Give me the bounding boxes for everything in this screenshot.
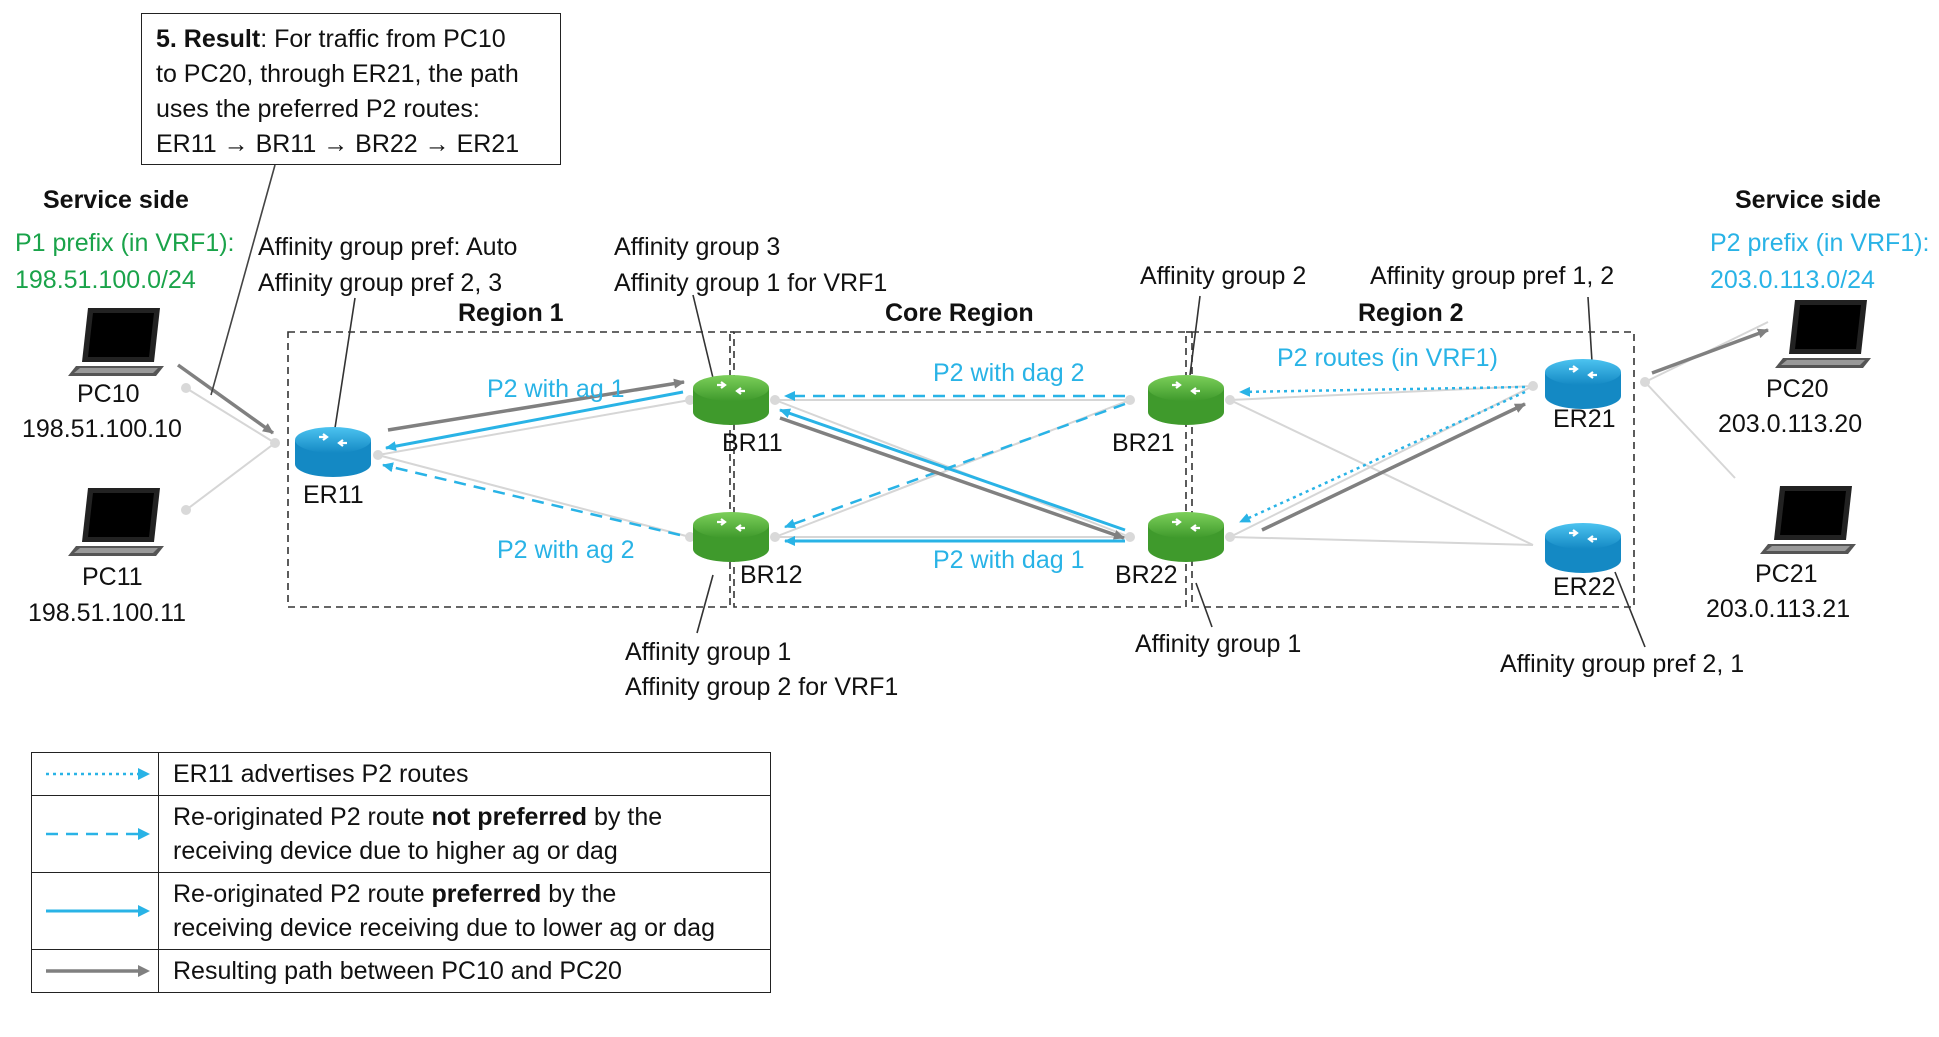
pc10-name: PC10 bbox=[77, 380, 140, 408]
legend-sample-solid-blue bbox=[31, 872, 159, 950]
legend-row-solid-blue: Re-originated P2 route preferred by the r… bbox=[31, 872, 771, 950]
legend-sample-solid-gray bbox=[31, 949, 159, 993]
er22-affinity-pref: Affinity group pref 2, 1 bbox=[1500, 650, 1744, 678]
er11-affinity-pref-line2: Affinity group pref 2, 3 bbox=[258, 269, 502, 297]
p2-dag1-label: P2 with dag 1 bbox=[933, 546, 1085, 574]
router-icon bbox=[295, 427, 371, 477]
path-er11-br11 bbox=[387, 378, 685, 432]
er21-label: ER21 bbox=[1553, 405, 1616, 433]
er21-affinity-pref: Affinity group pref 1, 2 bbox=[1370, 262, 1614, 290]
router-icon bbox=[693, 512, 769, 562]
result-line1-text: : For traffic from PC10 bbox=[260, 25, 506, 53]
legend-blue-line2: receiving device receiving due to lower … bbox=[173, 914, 715, 942]
result-line2: to PC20, through ER21, the path bbox=[156, 60, 519, 88]
path-er21-pc20 bbox=[1651, 328, 1769, 375]
core-region-box bbox=[733, 331, 1187, 608]
ag1-to-er11-arrow bbox=[385, 390, 684, 452]
br21-label: BR21 bbox=[1112, 429, 1175, 457]
p2-dag2-label: P2 with dag 2 bbox=[933, 359, 1085, 387]
er11-affinity-pref-line1: Affinity group pref: Auto bbox=[258, 233, 517, 261]
pc20-ip: 203.0.113.20 bbox=[1718, 410, 1862, 438]
right-service-side-title: Service side bbox=[1735, 186, 1881, 214]
er22-label: ER22 bbox=[1553, 573, 1616, 601]
legend-blue-before: Re-originated P2 route bbox=[173, 880, 432, 908]
right-prefix-value: 203.0.113.0/24 bbox=[1710, 266, 1875, 294]
laptop-icon bbox=[68, 308, 164, 376]
legend-sample-dotted bbox=[31, 752, 159, 796]
legend-text-solid-blue: Re-originated P2 route preferred by the r… bbox=[158, 872, 771, 950]
pc21-ip: 203.0.113.21 bbox=[1706, 595, 1850, 623]
path-pc10-er11 bbox=[176, 363, 275, 435]
core-region-label: Core Region bbox=[885, 299, 1034, 327]
router-icon bbox=[1545, 523, 1621, 573]
left-service-side-title: Service side bbox=[43, 186, 189, 214]
legend-row-solid-gray: Resulting path between PC10 and PC20 bbox=[31, 949, 771, 993]
laptop-icon bbox=[1775, 300, 1871, 368]
right-prefix-label: P2 prefix (in VRF1): bbox=[1710, 229, 1930, 257]
ag2-to-er11-arrow bbox=[382, 462, 681, 537]
router-icon bbox=[1148, 375, 1224, 425]
laptop-icon bbox=[68, 488, 164, 556]
er11-label: ER11 bbox=[303, 481, 364, 509]
legend-dashed-after: by the bbox=[587, 803, 663, 831]
region2-label: Region 2 bbox=[1358, 299, 1464, 327]
pc10-ip: 198.51.100.10 bbox=[22, 415, 182, 443]
connector-dots bbox=[181, 377, 1650, 542]
pc20-name: PC20 bbox=[1766, 375, 1829, 403]
legend-table: ER11 advertises P2 routes Re-originated … bbox=[31, 752, 771, 993]
router-icon bbox=[693, 375, 769, 425]
result-callout-box: 5. Result: For traffic from PC10 to PC20… bbox=[141, 13, 561, 165]
result-line4: ER11 → BR11 → BR22 → ER21 bbox=[156, 130, 520, 158]
result-line3: uses the preferred P2 routes: bbox=[156, 95, 480, 123]
path-br11-br22 bbox=[779, 416, 1125, 540]
p2-ag2-label: P2 with ag 2 bbox=[497, 536, 635, 564]
pc21-name: PC21 bbox=[1755, 560, 1818, 588]
legend-text-dotted: ER11 advertises P2 routes bbox=[158, 752, 771, 796]
router-icon bbox=[1545, 359, 1621, 409]
dag1-to-br11-arrow bbox=[779, 408, 1126, 532]
legend-blue-after: by the bbox=[541, 880, 617, 908]
br12-affinity-line2: Affinity group 2 for VRF1 bbox=[625, 673, 898, 701]
legend-dashed-bold: not preferred bbox=[431, 803, 588, 831]
p2-ag1-label: P2 with ag 1 bbox=[487, 375, 625, 403]
region2-box bbox=[1191, 331, 1635, 608]
br22-affinity: Affinity group 1 bbox=[1135, 630, 1301, 658]
result-heading: 5. Result bbox=[156, 25, 261, 53]
legend-text-dashed: Re-originated P2 route not preferred by … bbox=[158, 795, 771, 873]
br12-affinity-line1: Affinity group 1 bbox=[625, 638, 791, 666]
pc11-name: PC11 bbox=[82, 563, 143, 591]
p2-routes-arrow-to-br22 bbox=[1239, 390, 1526, 524]
br21-affinity: Affinity group 2 bbox=[1140, 262, 1306, 290]
br11-affinity-line2: Affinity group 1 for VRF1 bbox=[614, 269, 887, 297]
region1-box bbox=[287, 331, 731, 608]
region1-label: Region 1 bbox=[458, 299, 564, 327]
br11-affinity-line1: Affinity group 3 bbox=[614, 233, 780, 261]
physical-links bbox=[185, 321, 1769, 546]
br11-label: BR11 bbox=[722, 429, 783, 457]
p2-routes-arrow-to-br21 bbox=[1239, 385, 1526, 397]
legend-dashed-line2: receiving device due to higher ag or dag bbox=[173, 837, 618, 865]
br22-label: BR22 bbox=[1115, 561, 1178, 589]
p2-routes-label: P2 routes (in VRF1) bbox=[1277, 344, 1498, 372]
legend-row-dotted: ER11 advertises P2 routes bbox=[31, 752, 771, 796]
annotation-pointers bbox=[334, 294, 1646, 648]
left-prefix-value: 198.51.100.0/24 bbox=[15, 266, 196, 294]
legend-blue-bold: preferred bbox=[431, 880, 542, 908]
dag2-to-br12-arrow bbox=[784, 402, 1126, 529]
legend-row-dashed: Re-originated P2 route not preferred by … bbox=[31, 795, 771, 873]
result-line1: 5. Result: For traffic from PC10 bbox=[156, 22, 546, 57]
legend-sample-dashed bbox=[31, 795, 159, 873]
pc11-ip: 198.51.100.11 bbox=[28, 599, 186, 627]
left-prefix-label: P1 prefix (in VRF1): bbox=[15, 229, 235, 257]
br12-label: BR12 bbox=[740, 561, 803, 589]
result-callout-line bbox=[210, 164, 276, 396]
legend-dashed-before: Re-originated P2 route bbox=[173, 803, 432, 831]
laptop-icon bbox=[1760, 486, 1856, 554]
path-br22-er21 bbox=[1261, 402, 1526, 532]
router-icon bbox=[1148, 512, 1224, 562]
legend-text-solid-gray: Resulting path between PC10 and PC20 bbox=[158, 949, 771, 993]
